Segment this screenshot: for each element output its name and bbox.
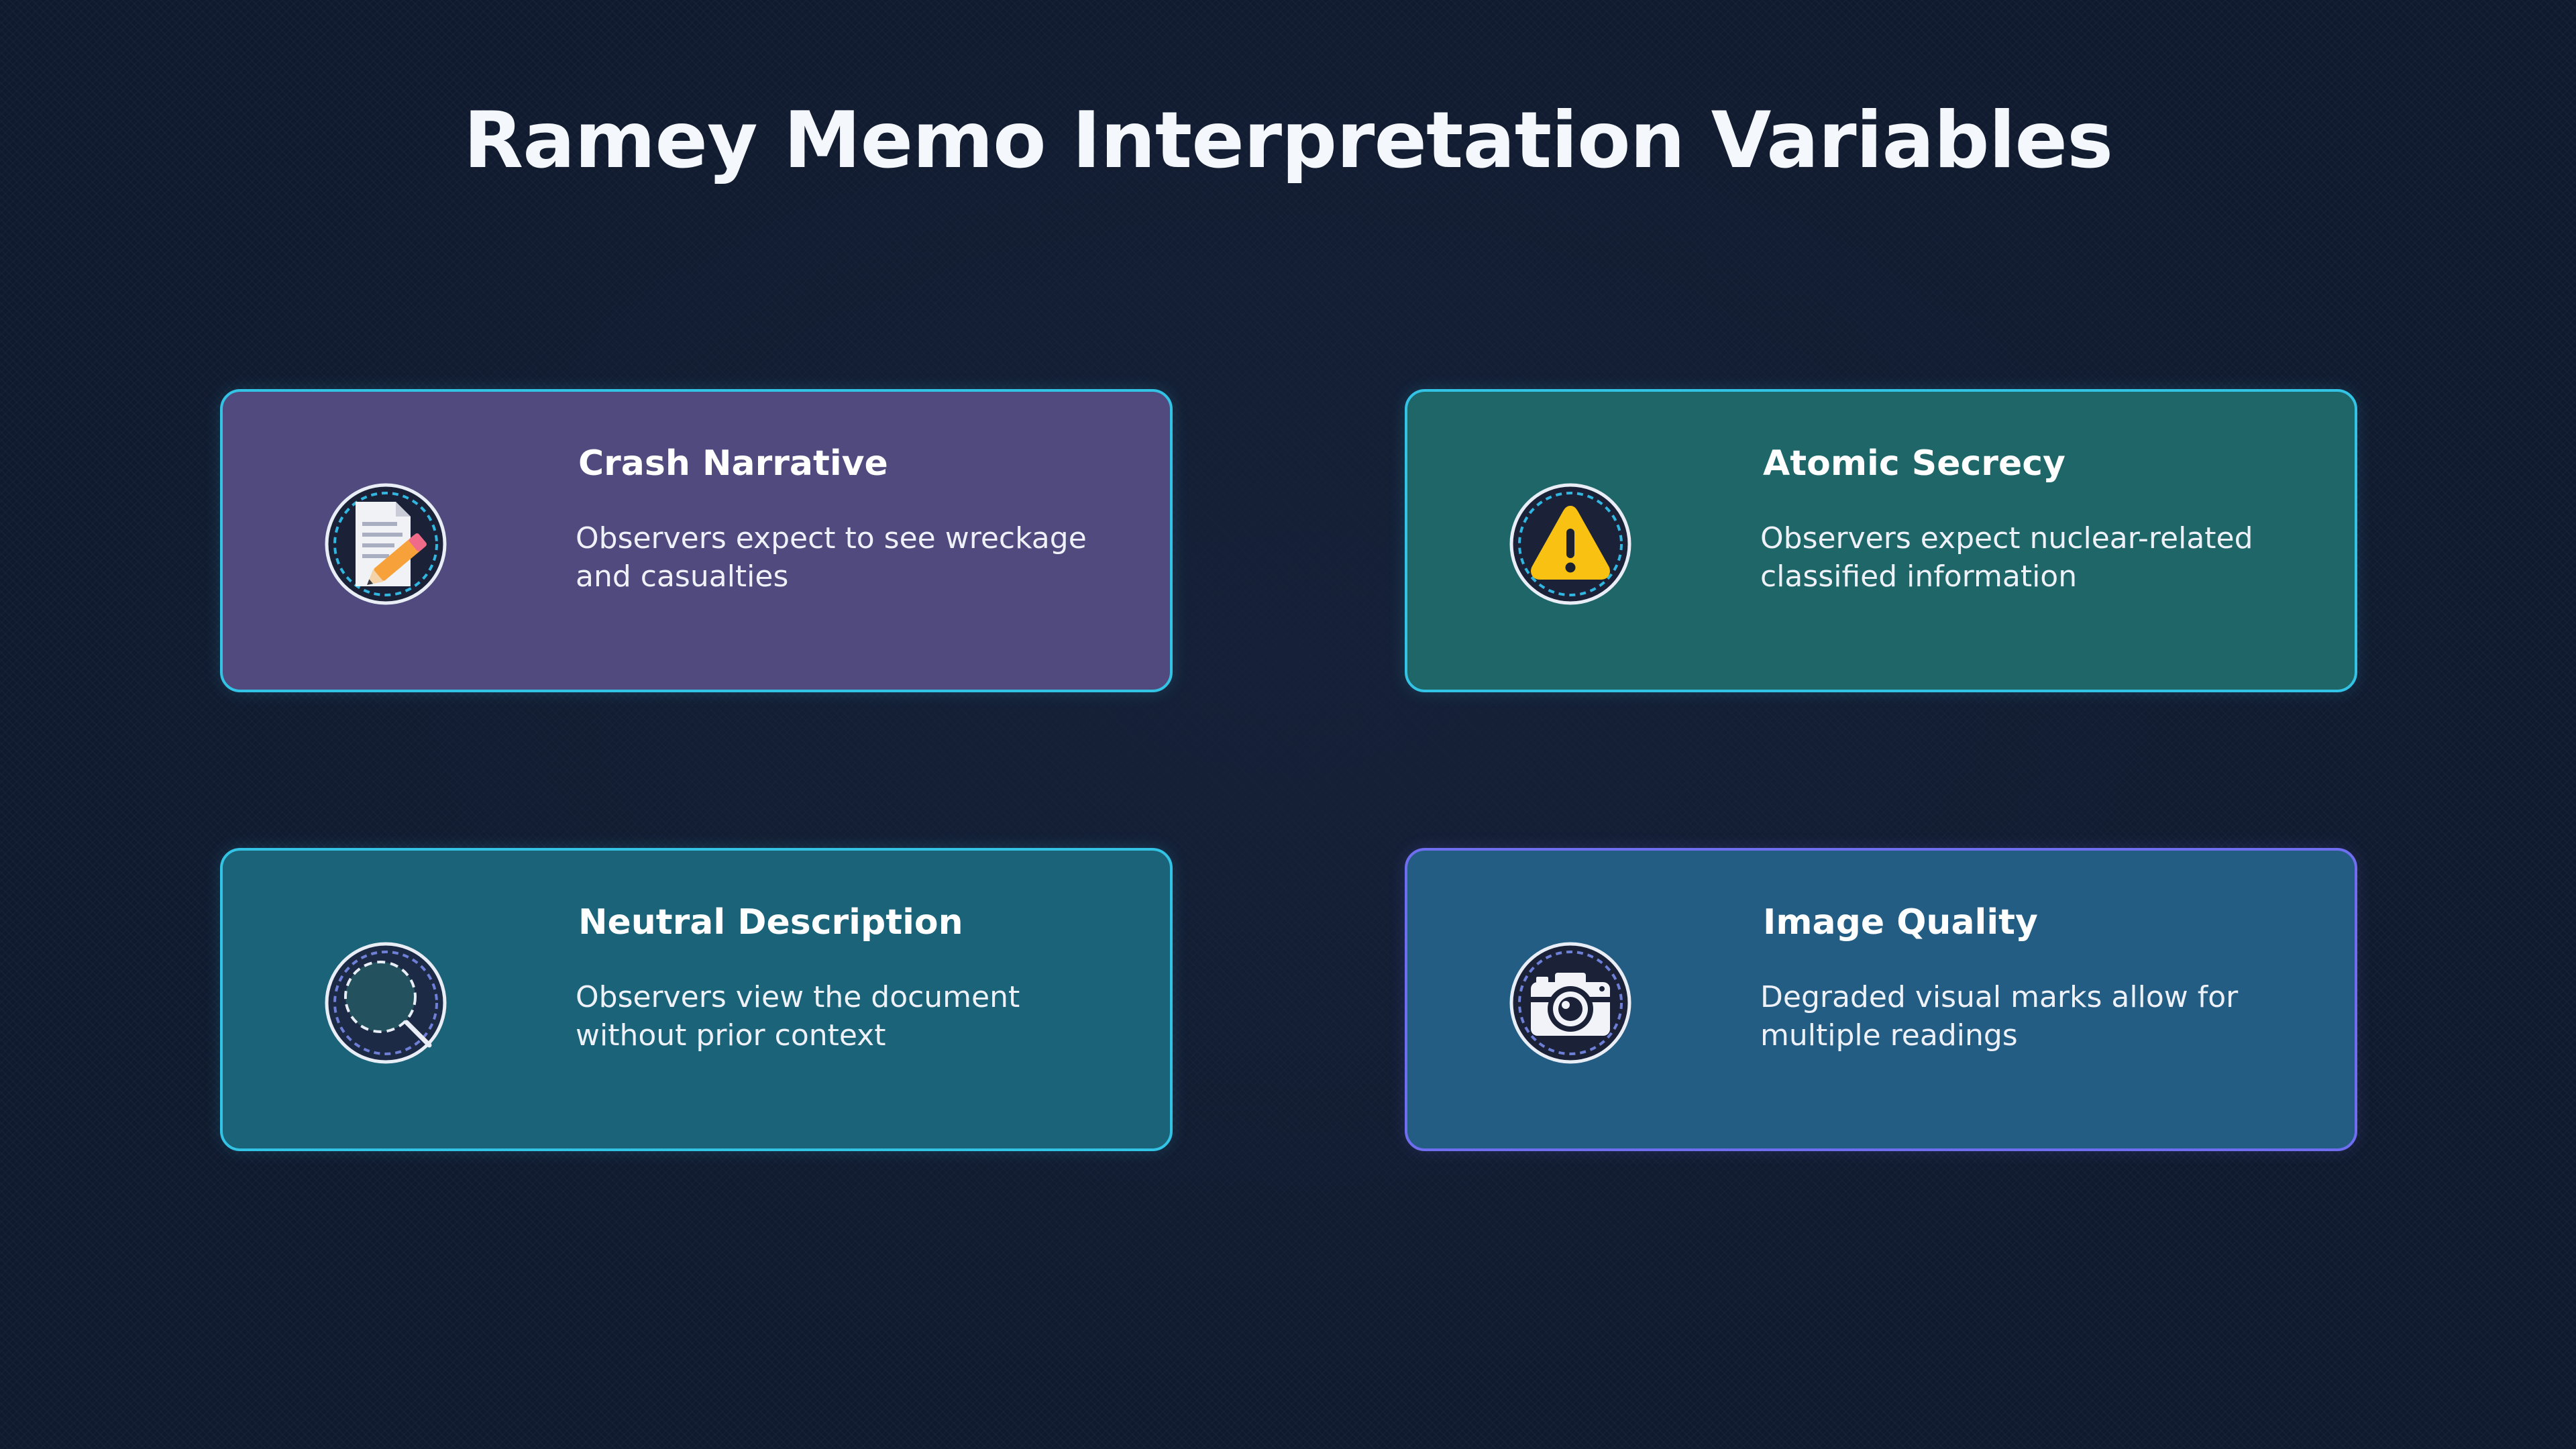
page-title: Ramey Memo Interpretation Variables [463, 95, 2113, 186]
card-description: Observers expect nuclear-related classif… [1760, 521, 2253, 594]
card-title: Image Quality [1763, 902, 2038, 943]
warning-icon [1508, 482, 1633, 606]
card-neutral-description: Neutral Description Observers view the d… [220, 848, 1173, 1151]
magnifier-icon [323, 941, 448, 1065]
card-title: Atomic Secrecy [1763, 443, 2065, 484]
card-crash-narrative: Crash Narrative Observers expect to see … [220, 389, 1173, 692]
camera-icon [1508, 941, 1633, 1065]
card-atomic-secrecy: Atomic Secrecy Observers expect nuclear-… [1405, 389, 2357, 692]
card-description: Observers expect to see wreckage and cas… [576, 521, 1087, 594]
card-image-quality: Image Quality Degraded visual marks allo… [1405, 848, 2357, 1151]
card-description: Observers view the document without prio… [576, 980, 1020, 1053]
card-description: Degraded visual marks allow for multiple… [1760, 980, 2239, 1053]
card-title: Neutral Description [578, 902, 963, 943]
document-pencil-icon [323, 482, 448, 606]
card-title: Crash Narrative [578, 443, 888, 484]
